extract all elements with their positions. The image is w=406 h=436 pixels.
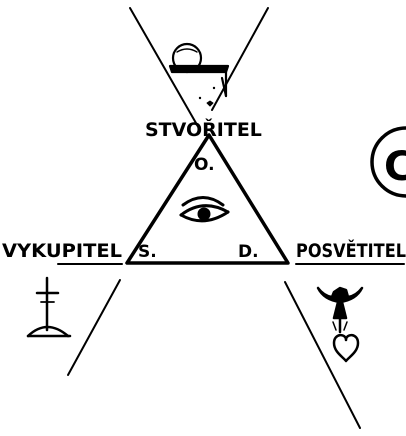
partial-emblem: C (372, 128, 406, 196)
dove-and-heart-icon (318, 288, 362, 361)
label-sanctifier: POSVĚTITEL (296, 239, 406, 262)
hourglass-line-bottom-left (68, 280, 120, 375)
hourglass-line-bottom-right (285, 282, 360, 428)
label-redeemer: VYKUPITEL (2, 240, 122, 262)
triangle-letter-top: O. (194, 155, 215, 175)
hourglass-line-top-right (212, 8, 268, 110)
all-seeing-eye-icon (181, 198, 228, 221)
heart-icon (334, 335, 358, 361)
cross-on-hill-icon (28, 278, 70, 336)
triangle-letter-bottom-left: S. (138, 242, 157, 262)
label-creator: STVOŘITEL (145, 118, 262, 141)
triangle-letter-bottom-right: D. (238, 242, 259, 262)
partial-glyph: C (384, 144, 406, 190)
